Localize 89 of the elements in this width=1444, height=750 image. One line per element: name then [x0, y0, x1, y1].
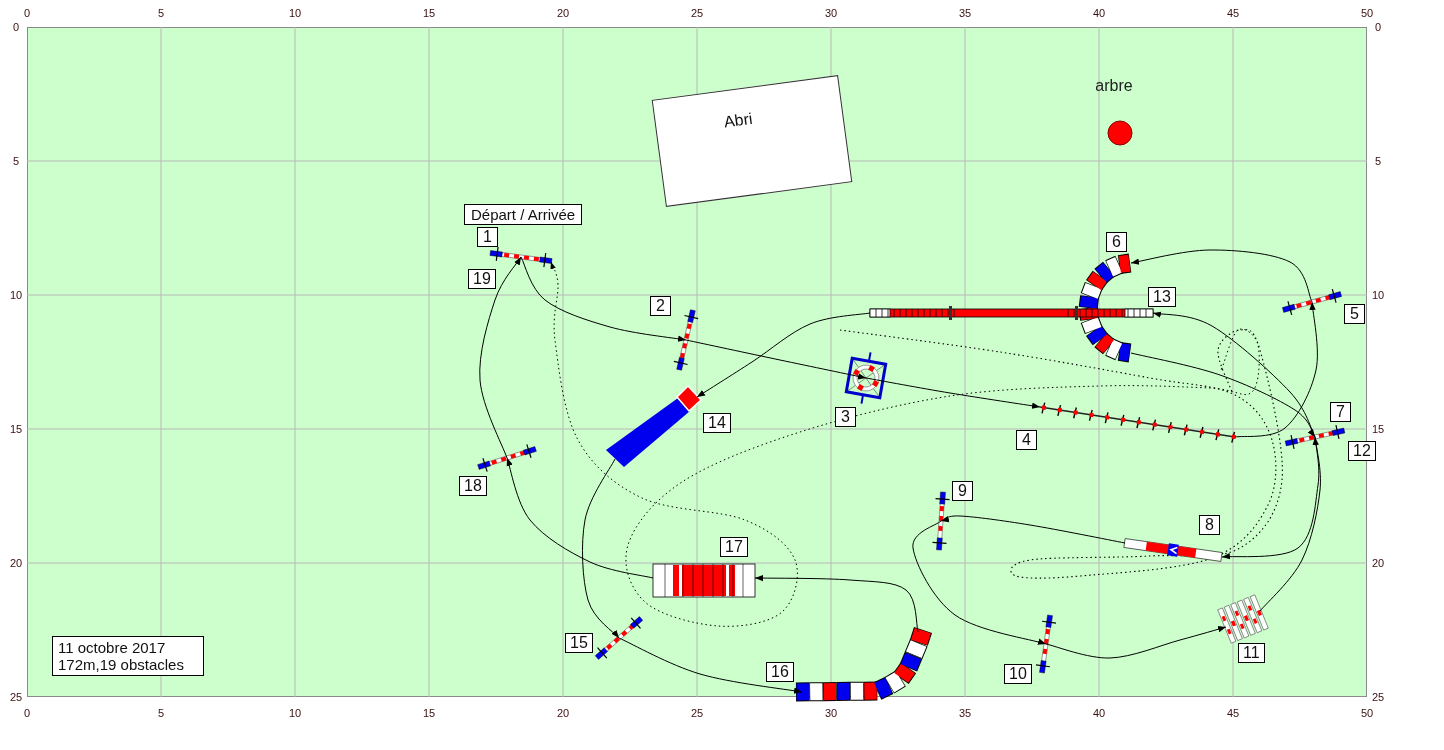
- seesaw-drawing: [1123, 538, 1223, 562]
- obstacle-number: 12: [1348, 441, 1376, 461]
- axis-tick-label: 25: [690, 707, 704, 719]
- course-arrow: [865, 377, 1041, 409]
- axis-tick-label: 20: [556, 7, 570, 19]
- dog-walk-drawing: [869, 306, 1154, 320]
- course-arrow: [1234, 301, 1318, 438]
- course-arrow: [506, 457, 654, 579]
- course-arrow: [1045, 626, 1227, 659]
- obstacle-number: 19: [468, 269, 496, 289]
- obstacle-number: 3: [835, 407, 856, 427]
- obstacle-number: 18: [459, 476, 487, 496]
- axis-tick-label: 35: [958, 7, 972, 19]
- course-info-box: 11 octobre 2017 172m,19 obstacles: [52, 636, 204, 676]
- axis-tick-label: 5: [157, 7, 165, 19]
- axis-tick-label: 30: [824, 7, 838, 19]
- obstacle-number: 10: [1004, 664, 1032, 684]
- hurdle-drawing: [477, 443, 537, 473]
- axis-tick-label: 45: [1226, 707, 1240, 719]
- obstacle-number: 7: [1330, 402, 1351, 422]
- obstacle-number: 6: [1106, 232, 1127, 252]
- axis-tick-label: 15: [422, 7, 436, 19]
- axis-tick-label: 40: [1092, 7, 1106, 19]
- obstacle-number: 14: [703, 413, 731, 433]
- course-arrow: [520, 256, 687, 342]
- hurdle-drawing: [489, 246, 553, 268]
- course-arrow: [1259, 436, 1321, 612]
- axis-tick-label: 10: [9, 289, 23, 301]
- obstacle-number: 2: [650, 296, 671, 316]
- course-arrow: [479, 256, 522, 459]
- obstacle-number: 4: [1016, 430, 1037, 450]
- axis-tick-label: 20: [1371, 557, 1385, 569]
- axis-tick-label: 5: [1374, 155, 1382, 167]
- axis-tick-label: 15: [9, 423, 23, 435]
- axis-tick-label: 15: [422, 707, 436, 719]
- axis-tick-label: 10: [1371, 289, 1385, 301]
- obstacle-number: 5: [1344, 304, 1365, 324]
- hurdle-drawing: [595, 616, 643, 660]
- hurdle-drawing: [1035, 614, 1057, 674]
- axis-tick-label: 0: [1374, 21, 1382, 33]
- start-finish-label: Départ / Arrivée: [464, 204, 583, 226]
- obstacle-number: 9: [952, 481, 973, 501]
- course-arrow: [1130, 249, 1313, 303]
- obstacle-number: 13: [1148, 287, 1176, 307]
- axis-tick-label: 25: [9, 691, 23, 703]
- course-arrow: [754, 574, 919, 633]
- axis-tick-label: 5: [157, 707, 165, 719]
- course-arrow: [912, 520, 1047, 645]
- course-arrow: [582, 458, 620, 639]
- hurdle-drawing: [1284, 424, 1346, 450]
- axis-tick-label: 5: [12, 155, 20, 167]
- course-arrow: [550, 261, 1260, 627]
- obstacle-number: 1: [477, 227, 498, 247]
- long-jump-drawing: [1217, 594, 1269, 644]
- axis-tick-label: 25: [690, 7, 704, 19]
- obstacle-number: 16: [766, 662, 794, 682]
- axis-tick-label: 20: [556, 707, 570, 719]
- weave-poles-drawing: [1039, 401, 1236, 444]
- axis-tick-label: 25: [1371, 691, 1385, 703]
- obstacle-number: 15: [565, 633, 593, 653]
- course-arrow: [1152, 311, 1316, 438]
- axis-tick-label: 0: [23, 707, 31, 719]
- obstacle-number: 11: [1238, 643, 1265, 663]
- axis-tick-label: 40: [1092, 707, 1106, 719]
- hurdle-drawing: [931, 491, 951, 551]
- axis-tick-label: 0: [12, 21, 20, 33]
- axis-tick-label: 20: [9, 557, 23, 569]
- tree-label: arbre: [1095, 77, 1133, 95]
- course-arrow: [1130, 352, 1316, 438]
- shelter-label: Abri: [722, 109, 754, 133]
- chute-tunnel-drawing: [606, 384, 703, 467]
- course-arrow: [685, 339, 867, 380]
- axis-tick-label: 15: [1371, 423, 1385, 435]
- axis-tick-label: 10: [288, 7, 302, 19]
- course-arrow: [940, 515, 1126, 544]
- axis-tick-label: 35: [958, 707, 972, 719]
- axis-tick-label: 10: [288, 707, 302, 719]
- axis-tick-label: 50: [1360, 707, 1374, 719]
- course-arrow: [696, 312, 871, 398]
- hurdle-drawing: [673, 309, 699, 371]
- obstacle-number: 17: [720, 537, 748, 557]
- axis-tick-label: 50: [1360, 7, 1374, 19]
- axis-tick-label: 0: [23, 7, 31, 19]
- axis-tick-label: 45: [1226, 7, 1240, 19]
- tunnel-drawing: [795, 627, 933, 702]
- hurdle-drawing: [1282, 288, 1342, 316]
- course-arrow: [618, 637, 803, 694]
- obstacle-number: 8: [1199, 515, 1220, 535]
- a-frame-drawing: [652, 563, 756, 598]
